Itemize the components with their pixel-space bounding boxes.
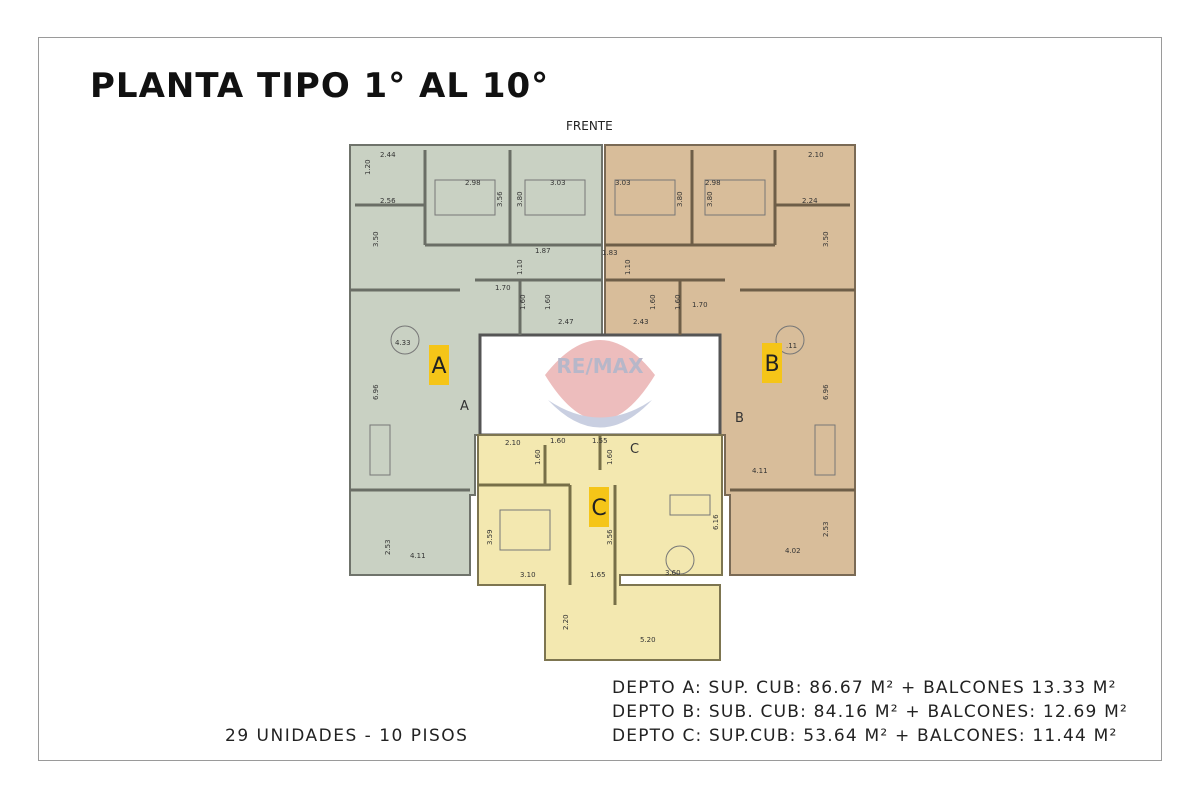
unit-a-door-label: A <box>460 399 469 414</box>
walls-unit-b <box>605 150 855 492</box>
dim-label: 2.53 <box>822 521 830 537</box>
dim-label: 2.20 <box>562 614 570 630</box>
dim-label: 6.16 <box>712 514 720 530</box>
furniture <box>369 179 836 575</box>
unit-c-area <box>477 434 723 661</box>
dim-label: 2.44 <box>380 151 396 159</box>
unit-a-area <box>349 144 603 576</box>
dim-label: 2.24 <box>802 197 818 205</box>
unit-b-badge-bg <box>762 343 782 383</box>
dim-label: 4.11 <box>410 552 426 560</box>
unit-a-badge-bg <box>429 345 449 385</box>
dim-label: 2.10 <box>808 151 824 159</box>
dim-label: 2.10 <box>505 439 521 447</box>
walls-unit-c <box>478 435 617 605</box>
dim-label: 6.96 <box>822 384 830 400</box>
dim-label: .11 <box>786 342 797 350</box>
unit-c-door-label: C <box>630 442 639 457</box>
unit-specs: DEPTO A: SUP. CUB: 86.67 M² + BALCONES 1… <box>612 676 1128 748</box>
spec-depto-b: DEPTO B: SUB. CUB: 84.16 M² + BALCONES: … <box>612 702 1129 722</box>
watermark-text: RE/MAX <box>556 354 644 378</box>
dim-label: 4.11 <box>752 467 768 475</box>
dim-label: 3.59 <box>486 529 494 545</box>
dim-label: 3.50 <box>822 231 830 247</box>
walls-unit-a <box>350 150 602 492</box>
dim-label: 1.87 <box>535 247 551 255</box>
dim-label: 1.60 <box>534 449 542 465</box>
dim-label: 3.60 <box>665 569 681 577</box>
unit-b-door-label: B <box>735 411 744 426</box>
dim-label: 2.43 <box>633 318 649 326</box>
unit-c-badge: C <box>591 496 606 521</box>
page-frame <box>38 37 1162 761</box>
dim-label: 2.47 <box>558 318 574 326</box>
unit-b-badge: B <box>764 352 779 377</box>
dim-label: 1.60 <box>674 294 682 310</box>
dim-label: 1.65 <box>590 571 606 579</box>
dim-label: 2.53 <box>384 539 392 555</box>
dim-label: 1.60 <box>606 449 614 465</box>
dim-label: 3.80 <box>676 191 684 207</box>
dim-label: 1.60 <box>649 294 657 310</box>
unit-a-badge: A <box>431 354 446 379</box>
frente-label: FRENTE <box>566 119 613 133</box>
floor-plan: RE/MAX A B C A B C 2.44 1.20 2.98 3.03 2… <box>349 144 856 661</box>
dim-label: 4.02 <box>785 547 801 555</box>
dim-label: 3.03 <box>615 179 631 187</box>
dim-label: 6.96 <box>372 384 380 400</box>
dim-label: 1.70 <box>495 284 511 292</box>
dim-label: 1.55 <box>592 437 608 445</box>
dim-label: 1.60 <box>544 294 552 310</box>
dim-label: 3.56 <box>606 529 614 545</box>
dim-label: 3.10 <box>520 571 536 579</box>
dim-label: 2.56 <box>380 197 396 205</box>
page-title: PLANTA TIPO 1° AL 10° <box>90 66 550 106</box>
dim-label: 3.56 <box>496 191 504 207</box>
dim-label: 1.60 <box>519 294 527 310</box>
dim-label: 1.70 <box>692 301 708 309</box>
building-summary: 29 UNIDADES - 10 PISOS <box>225 726 469 746</box>
dim-label: 5.20 <box>640 636 656 644</box>
spec-depto-a: DEPTO A: SUP. CUB: 86.67 M² + BALCONES 1… <box>612 678 1117 698</box>
dim-label: 3.50 <box>372 231 380 247</box>
dim-label: 3.80 <box>706 191 714 207</box>
dim-label: 1.60 <box>550 437 566 445</box>
dim-label: 1.20 <box>364 159 372 175</box>
dim-label: 3.03 <box>550 179 566 187</box>
unit-c-badge-bg <box>589 487 609 527</box>
dim-label: 1.10 <box>624 259 632 275</box>
remax-watermark: RE/MAX <box>545 340 655 428</box>
dim-label: 4.33 <box>395 339 411 347</box>
dim-label: 3.80 <box>516 191 524 207</box>
dim-label: 2.98 <box>705 179 721 187</box>
dim-label: 1.10 <box>516 259 524 275</box>
dim-label: 1.83 <box>602 249 618 257</box>
spec-depto-c: DEPTO C: SUP.CUB: 53.64 M² + BALCONES: 1… <box>612 726 1118 746</box>
dim-label: 2.98 <box>465 179 481 187</box>
